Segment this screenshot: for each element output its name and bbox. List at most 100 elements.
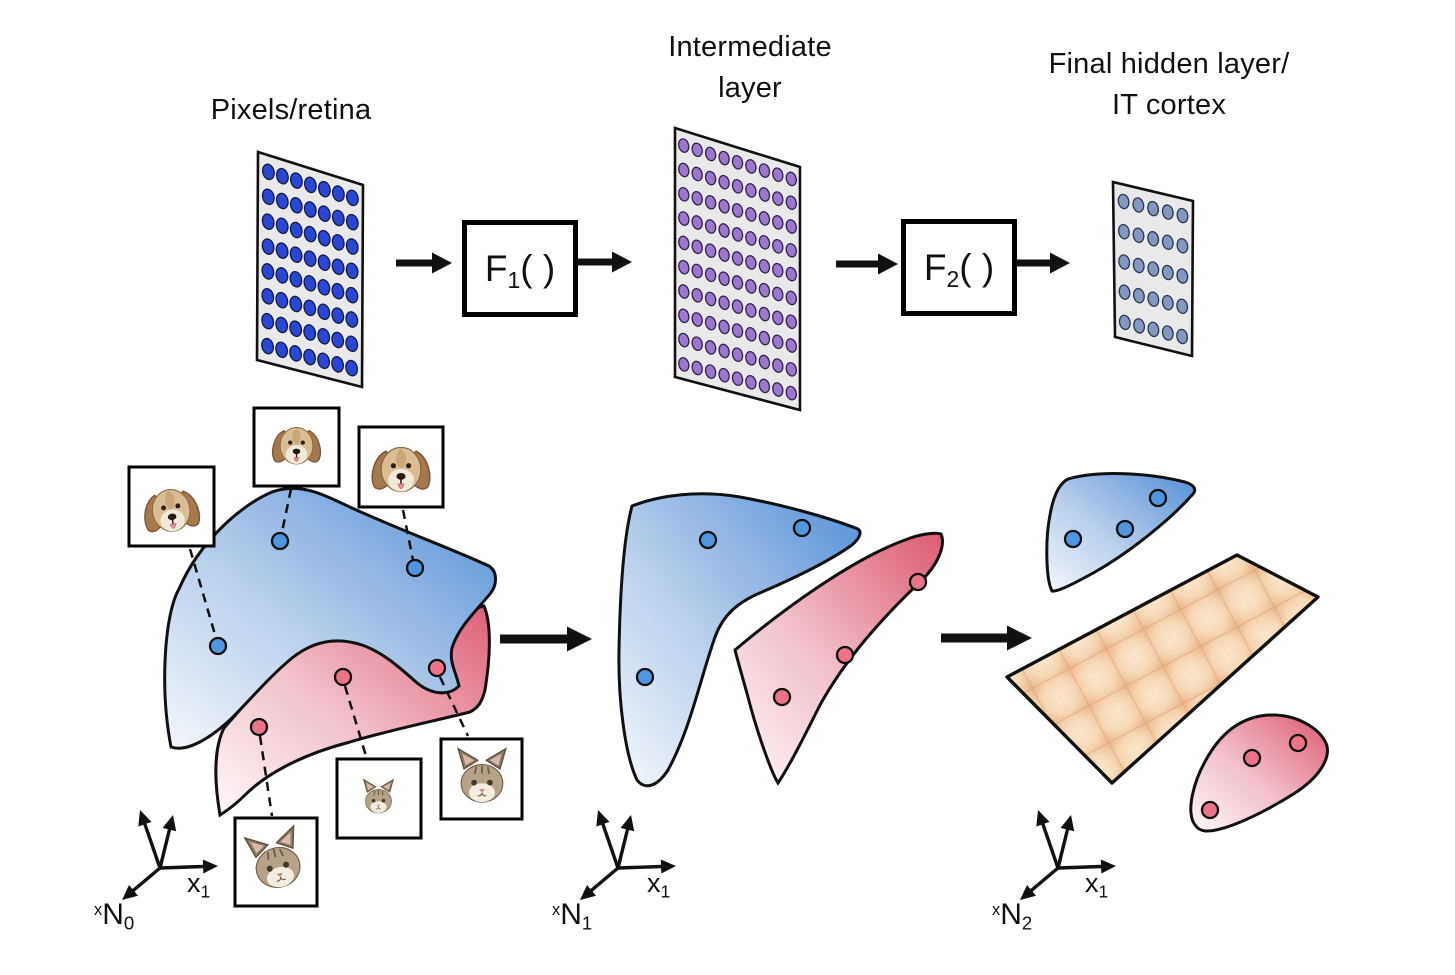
neuron-dot <box>1176 268 1189 284</box>
neuron-dot <box>1118 284 1131 300</box>
neuron-dot <box>772 358 784 373</box>
neuron-dot <box>261 312 275 330</box>
neuron-dot <box>745 350 757 366</box>
cat-point-stage2 <box>772 687 792 707</box>
neuron-dot <box>1147 231 1160 247</box>
neuron-dot <box>704 340 717 355</box>
neuron-dot <box>772 238 784 254</box>
neuron-dot <box>317 352 331 370</box>
neuron-dot <box>785 338 797 353</box>
neuron-dot <box>718 223 730 238</box>
axis-n2-label: xN2 <box>992 898 1033 934</box>
neuron-dot <box>303 225 317 243</box>
stimulus-connectors <box>188 488 470 817</box>
title-intermediate-line1: Intermediate <box>668 31 832 63</box>
arrow-stage2-to-stage3 <box>941 625 1032 651</box>
connector-dog-3 <box>401 509 415 561</box>
neuron-dot <box>261 238 275 255</box>
arrow-intermediate-to-f2 <box>836 253 898 275</box>
neuron-dot <box>275 267 289 284</box>
neuron-dot <box>772 167 784 183</box>
axis-x1-label-stage1: x1 <box>187 868 211 902</box>
axis-arrow <box>138 810 162 869</box>
function-box-f1: F1( ) <box>462 220 578 317</box>
neuron-dot <box>704 219 717 234</box>
stage2-partially-untangled-manifolds <box>617 492 944 788</box>
neuron-dot <box>261 188 275 206</box>
cat-point-stage2 <box>835 645 855 665</box>
dog-point-stage2 <box>635 667 655 687</box>
arrow-pixels-to-f1 <box>396 252 452 274</box>
neuron-dot <box>678 235 690 251</box>
neuron-dot <box>1147 200 1160 217</box>
neuron-dot <box>1147 321 1160 338</box>
neuron-dot <box>317 254 331 272</box>
neuron-dot <box>1161 264 1174 281</box>
dog-point-stage1 <box>208 636 228 656</box>
neuron-dot <box>317 229 331 247</box>
dog-image-3 <box>357 425 445 509</box>
neuron-dot <box>704 364 717 379</box>
neuron-dot <box>731 154 744 170</box>
neuron-dot <box>678 308 690 324</box>
neuron-dot <box>303 250 317 268</box>
title-pixels-line1: Pixels/retina <box>210 94 372 126</box>
dog-point-stage2 <box>698 530 718 550</box>
neuron-dot <box>704 315 717 331</box>
neuron-dot <box>731 371 744 387</box>
cat-point-stage2 <box>908 572 928 592</box>
axis-n1-label: xN1 <box>552 898 593 934</box>
neuron-dot <box>289 345 303 362</box>
neuron-dot <box>1176 238 1189 254</box>
axis-arrow <box>1036 810 1060 869</box>
neuron-dot <box>1133 318 1146 334</box>
stage1-tangled-manifolds <box>127 406 524 908</box>
neuron-dot <box>1118 314 1131 331</box>
neuron-dot <box>317 327 331 345</box>
dog-manifold-stage2 <box>617 492 862 788</box>
neuron-dot <box>678 138 690 153</box>
neuron-dot <box>275 316 289 334</box>
stage3-separated-manifolds <box>1005 472 1329 833</box>
neuron-dot <box>331 307 345 324</box>
neuron-dot <box>303 299 317 317</box>
f1-label: F1( ) <box>484 247 556 293</box>
axis-arrow <box>122 866 162 900</box>
connector-cat-2 <box>343 685 368 757</box>
neuron-dot <box>303 274 317 292</box>
connector-cat-3 <box>438 676 470 737</box>
dog-image-1 <box>127 465 216 548</box>
layer-panels <box>255 126 1195 412</box>
neuron-dot <box>678 259 690 275</box>
flow-arrows <box>396 251 1070 652</box>
neuron-dot <box>1117 223 1130 240</box>
neuron-dot <box>745 303 757 318</box>
neuron-dot <box>275 291 289 309</box>
neuron-dot <box>704 170 717 186</box>
axis-arrow <box>1056 815 1075 869</box>
cat-point-stage3 <box>1242 748 1262 768</box>
neuron-dot <box>745 231 757 246</box>
connector-dog-2 <box>280 488 293 533</box>
connector-cat-1 <box>258 735 274 817</box>
neuron-dot <box>745 183 757 198</box>
neuron-dot <box>758 211 771 226</box>
neuron-dot <box>289 270 303 288</box>
neuron-dot <box>691 215 703 230</box>
axis-n0-label: xN0 <box>94 898 135 934</box>
neuron-dot <box>691 142 703 158</box>
neuron-dot <box>261 337 275 355</box>
separating-hyperplane <box>1005 553 1320 785</box>
neuron-dot <box>691 190 703 206</box>
cat-point-stage1 <box>333 667 353 687</box>
neuron-dot <box>758 258 771 274</box>
neuron-dot <box>345 262 359 280</box>
axis-arrow <box>617 859 676 874</box>
neuron-dot <box>303 201 317 218</box>
arrow-f2-to-final <box>1009 252 1070 274</box>
coordinate-axes <box>122 810 1116 900</box>
neuron-dot <box>1176 298 1189 315</box>
neuron-dot <box>758 354 771 370</box>
neuron-dot <box>261 213 275 231</box>
